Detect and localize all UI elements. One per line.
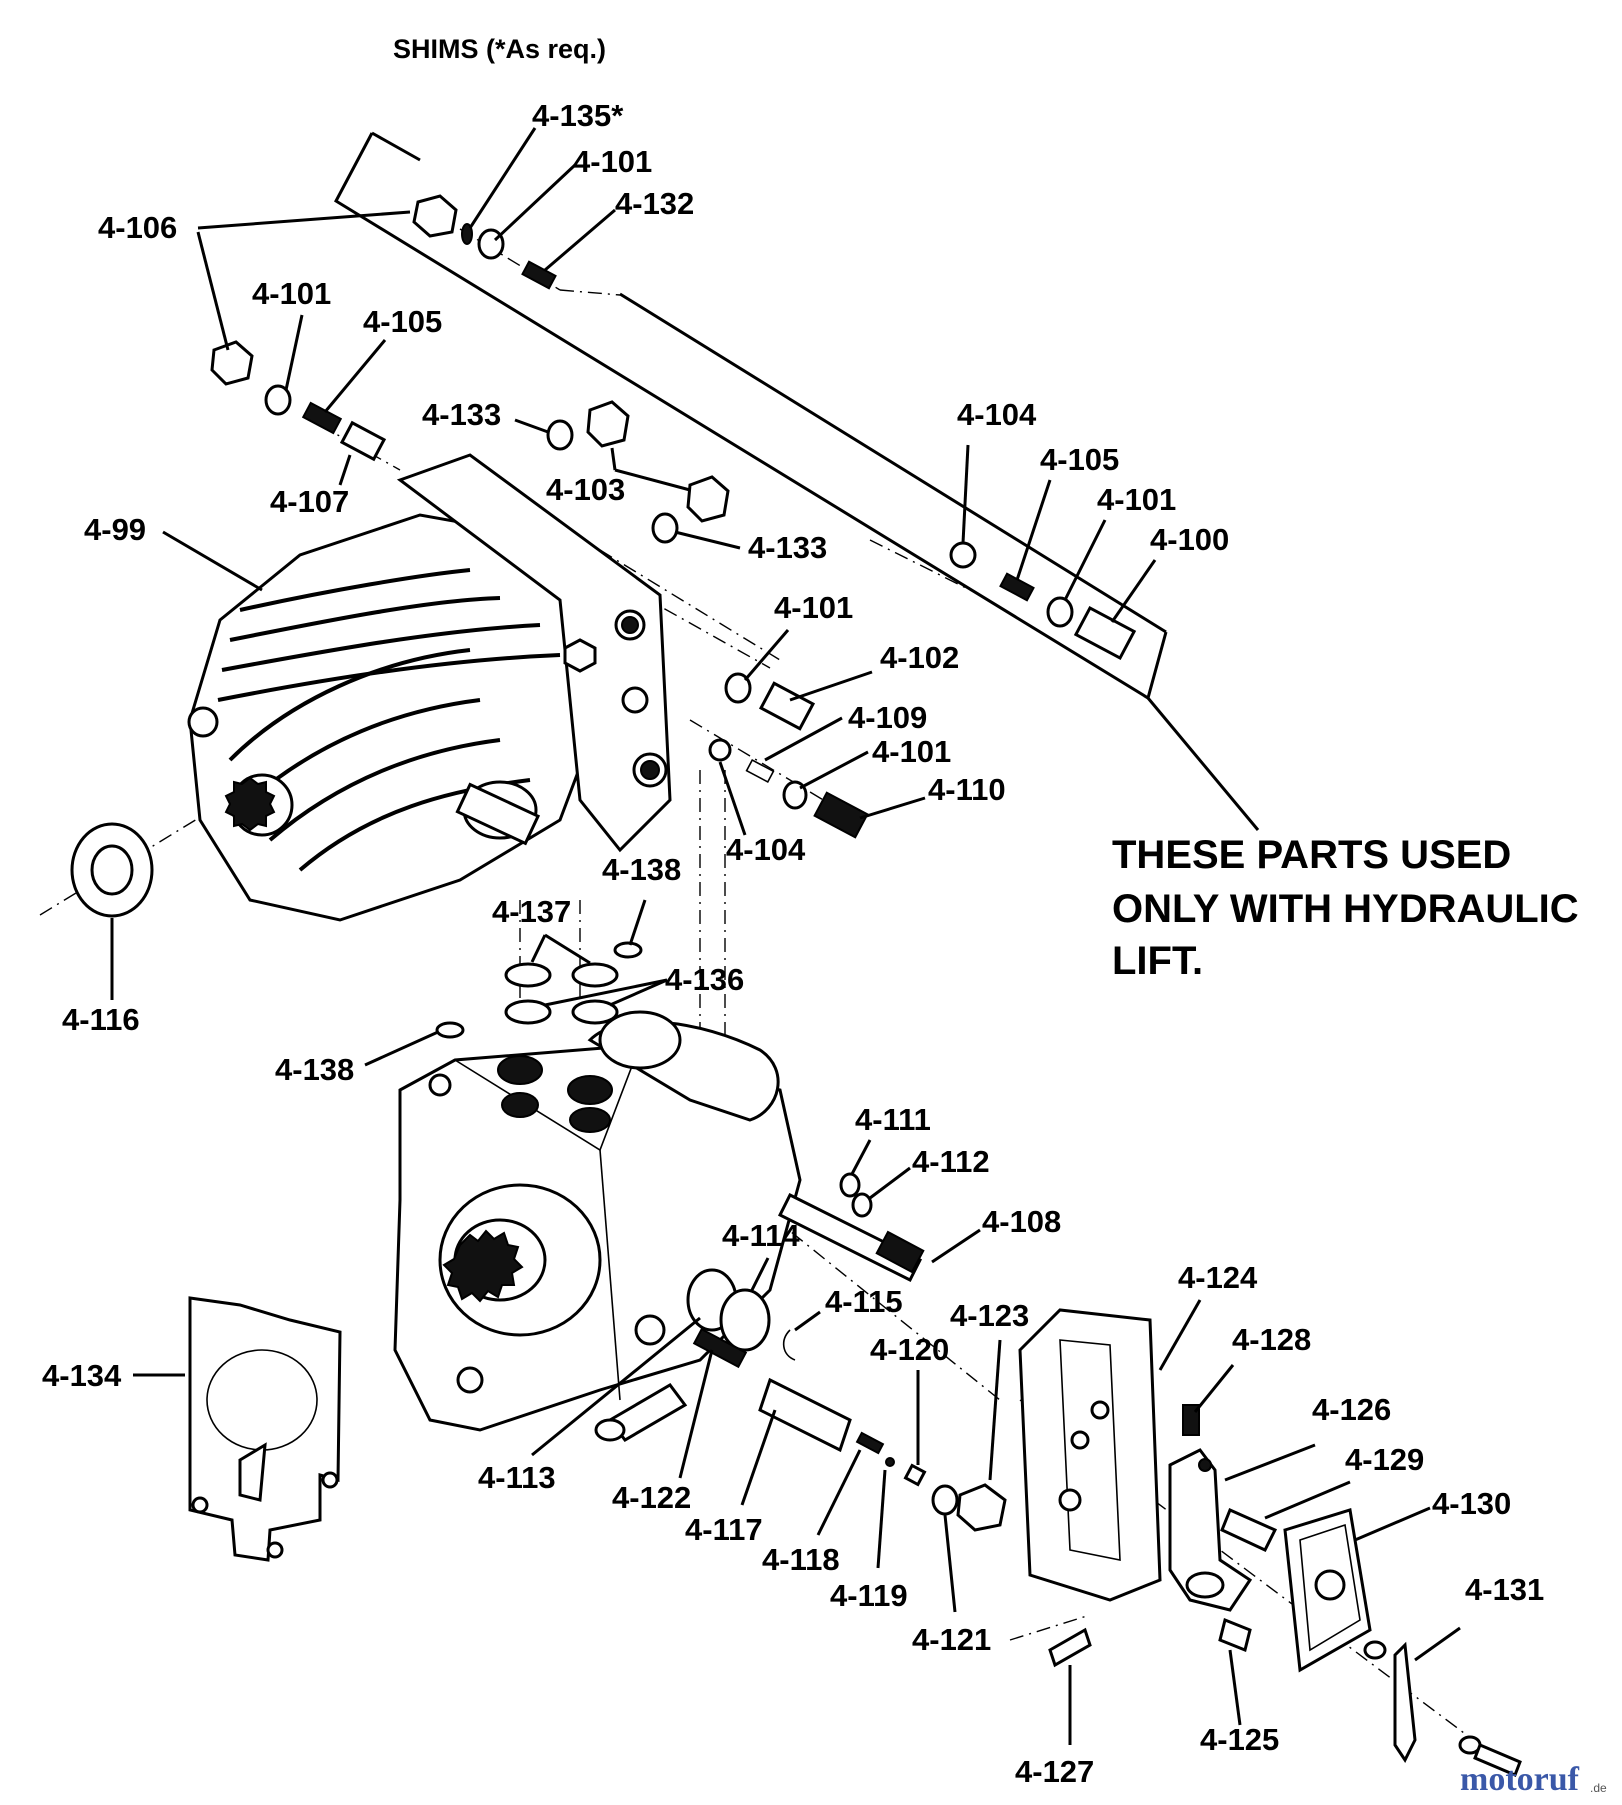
callout: 4-130 [1432, 1486, 1511, 1521]
callout: 4-110 [928, 772, 1006, 807]
pump-housing [187, 513, 622, 922]
callout: 4-124 [1178, 1260, 1258, 1295]
callout: 4-105 [1040, 442, 1119, 477]
callout: 4-126 [1312, 1392, 1391, 1427]
callout: 4-118 [762, 1542, 840, 1577]
callout: 4-112 [912, 1144, 990, 1179]
callout: 4-119 [830, 1578, 908, 1613]
callout: 4-99 [84, 512, 146, 547]
callout: 4-104 [726, 832, 806, 867]
callout: 4-111 [855, 1102, 931, 1137]
note-line-2: ONLY WITH HYDRAULIC [1112, 887, 1579, 931]
callout: 4-127 [1015, 1754, 1094, 1789]
callout: 4-114 [722, 1218, 800, 1253]
note-line-3: LIFT. [1112, 939, 1203, 983]
callout: 4-106 [98, 210, 177, 245]
callout: 4-131 [1465, 1572, 1544, 1607]
callout: 4-136 [665, 962, 744, 997]
callout: 4-116 [62, 1002, 140, 1037]
watermark-logo: motoruf .de [1460, 1761, 1607, 1798]
callout: 4-108 [982, 1204, 1061, 1239]
watermark-domain: .de [1590, 1781, 1607, 1795]
callout: 4-128 [1232, 1322, 1311, 1357]
callout: 4-109 [848, 700, 927, 735]
callout: 4-103 [546, 472, 625, 507]
callout: 4-134 [42, 1358, 122, 1393]
callout: 4-133 [748, 530, 827, 565]
note-line-1: THESE PARTS USED [1112, 833, 1511, 877]
callout: 4-113 [478, 1460, 556, 1495]
callout: 4-137 [492, 894, 571, 929]
callout: 4-129 [1345, 1442, 1424, 1477]
callout: 4-121 [912, 1622, 991, 1657]
callout: 4-123 [950, 1298, 1029, 1333]
watermark-brand: motoruf [1460, 1761, 1580, 1798]
callout: 4-138 [275, 1052, 354, 1087]
callout: 4-138 [602, 852, 681, 887]
callout: 4-120 [870, 1332, 949, 1367]
valve-side-plate [1018, 1308, 1162, 1602]
valve-cover [1283, 1508, 1372, 1673]
callout: 4-133 [422, 397, 501, 432]
callout: 4-100 [1150, 522, 1229, 557]
hydraulic-lift-bracket [334, 131, 1260, 831]
callout: 4-105 [363, 304, 442, 339]
hydraulic-lift-note: THESE PARTS USED ONLY WITH HYDRAULIC LIF… [1112, 833, 1579, 983]
callout: 4-101 [573, 144, 652, 179]
callout: 4-125 [1200, 1722, 1279, 1757]
callout-labels: 4-135* 4-101 4-132 4-106 4-101 4-105 4-1… [42, 98, 1544, 1789]
callout: 4-101 [1097, 482, 1176, 517]
callout: 4-101 [872, 734, 951, 769]
callout: 4-117 [685, 1512, 763, 1547]
callout: 4-135* [532, 98, 624, 133]
gasket-plate [188, 1296, 342, 1562]
callout: 4-101 [252, 276, 331, 311]
callout: 4-104 [957, 397, 1037, 432]
leader-lines [110, 127, 1461, 1745]
callout: 4-101 [774, 590, 853, 625]
valve-block [396, 453, 672, 853]
lever-arm [1168, 1448, 1253, 1612]
callout: 4-107 [270, 484, 349, 519]
small-parts [70, 194, 1522, 1777]
callout: 4-102 [880, 640, 959, 675]
callout: 4-115 [825, 1284, 903, 1319]
shims-note: SHIMS (*As req.) [393, 34, 606, 64]
callout: 4-122 [612, 1480, 691, 1515]
callout: 4-132 [615, 186, 694, 221]
